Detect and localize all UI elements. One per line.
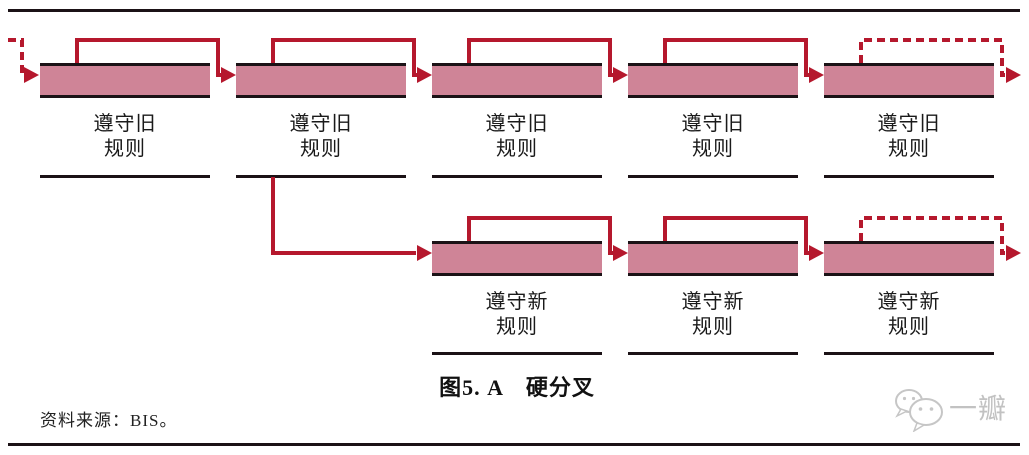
block-new-2 bbox=[628, 241, 798, 276]
arrow-loop-new-1-head bbox=[613, 245, 628, 261]
block-old-2-underline bbox=[236, 175, 406, 178]
block-old-3 bbox=[432, 63, 602, 98]
block-old-3-label: 遵守旧规则 bbox=[485, 113, 549, 160]
arrow-loop-old-1-head bbox=[221, 67, 236, 83]
arrow-exit-dashed-old-head bbox=[1006, 67, 1021, 83]
block-old-5 bbox=[824, 63, 994, 98]
block-old-1 bbox=[40, 63, 210, 98]
block-old-1-underline bbox=[40, 175, 210, 178]
block-old-5-underline bbox=[824, 175, 994, 178]
arrow-loop-new-2-head bbox=[809, 245, 824, 261]
arrow-exit-dashed-new-head bbox=[1006, 245, 1021, 261]
arrow-fork bbox=[271, 177, 416, 255]
bottom-rule bbox=[8, 443, 1020, 446]
block-old-3-underline bbox=[432, 175, 602, 178]
arrow-entry-dashed bbox=[8, 38, 24, 77]
wechat-icon bbox=[895, 389, 943, 432]
watermark: 一瓣 bbox=[893, 388, 1007, 432]
block-old-2-label: 遵守旧规则 bbox=[289, 113, 353, 160]
block-old-2 bbox=[236, 63, 406, 98]
block-new-3 bbox=[824, 241, 994, 276]
top-rule bbox=[8, 9, 1020, 12]
block-new-1-underline bbox=[432, 352, 602, 355]
arrow-fork-head bbox=[417, 245, 432, 261]
source-note: 资料来源：BIS。 bbox=[40, 411, 178, 430]
arrow-loop-old-3-head bbox=[613, 67, 628, 83]
block-old-4-label: 遵守旧规则 bbox=[681, 113, 745, 160]
block-new-1-label: 遵守新规则 bbox=[485, 291, 549, 338]
block-old-4 bbox=[628, 63, 798, 98]
block-new-3-label: 遵守新规则 bbox=[877, 291, 941, 338]
block-new-3-underline bbox=[824, 352, 994, 355]
figure-caption: 图5. A 硬分叉 bbox=[439, 375, 595, 400]
arrow-loop-old-4-head bbox=[809, 67, 824, 83]
watermark-text: 一瓣 bbox=[949, 394, 1008, 425]
arrow-entry-dashed-head bbox=[24, 67, 39, 83]
block-new-1 bbox=[432, 241, 602, 276]
block-old-5-label: 遵守旧规则 bbox=[877, 113, 941, 160]
block-new-2-label: 遵守新规则 bbox=[681, 291, 745, 338]
block-old-1-label: 遵守旧规则 bbox=[93, 113, 157, 160]
block-new-2-underline bbox=[628, 352, 798, 355]
block-old-4-underline bbox=[628, 175, 798, 178]
arrow-loop-old-2-head bbox=[417, 67, 432, 83]
